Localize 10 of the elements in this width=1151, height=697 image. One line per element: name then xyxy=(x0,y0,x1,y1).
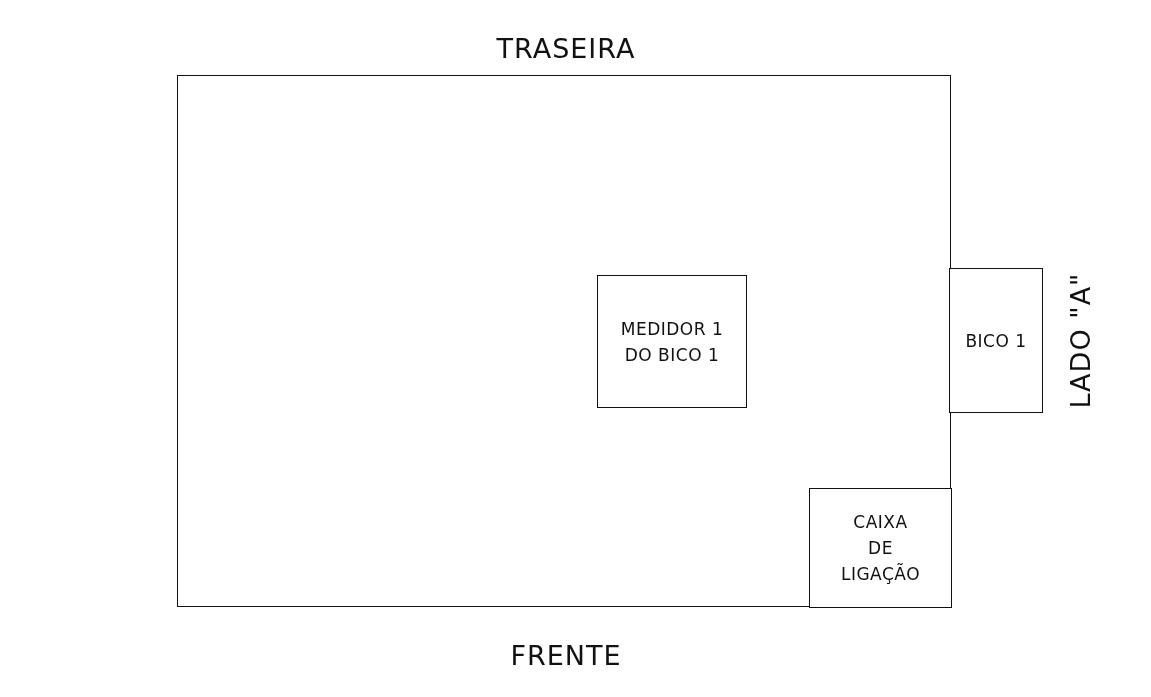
room-label: BICO 1 xyxy=(965,329,1027,353)
room-box xyxy=(809,488,952,608)
side-label: FRENTE xyxy=(510,639,622,671)
building-outline xyxy=(177,75,951,607)
room-box xyxy=(597,275,747,408)
room-box xyxy=(949,268,1043,413)
side-label: TRASEIRA xyxy=(496,32,636,64)
side-label: LADO "A" xyxy=(1064,271,1096,409)
room-label: MEDIDOR 1 DO BICO 1 xyxy=(619,317,725,367)
room-label: CAIXA DE LIGAÇÃO xyxy=(839,511,922,586)
